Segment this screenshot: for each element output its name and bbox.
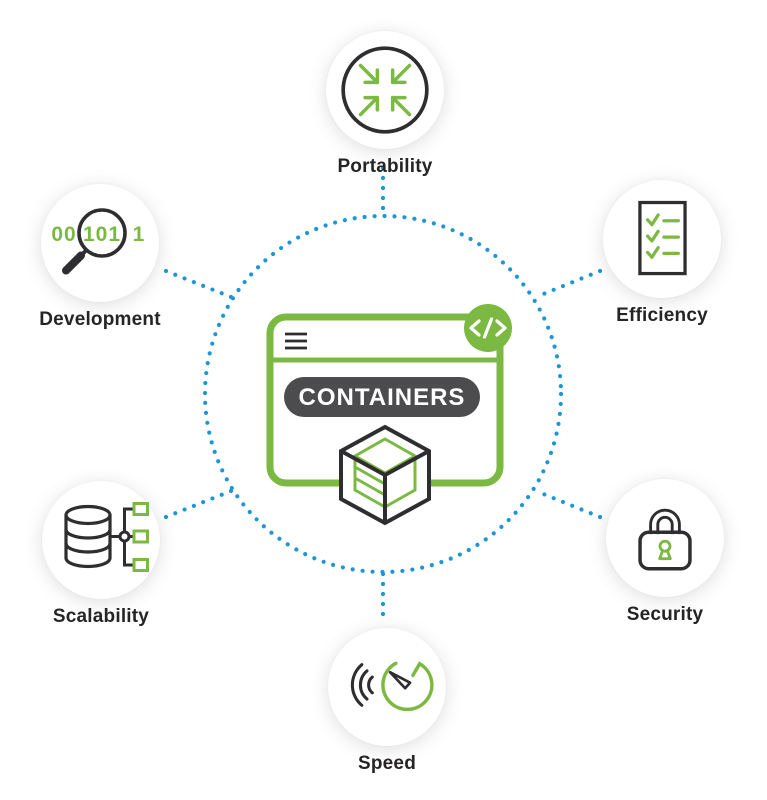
binary-digits-left: 00 bbox=[51, 223, 76, 246]
binary-digits-right: 1 bbox=[133, 223, 146, 246]
browser-window-icon: CONTAINERS bbox=[266, 313, 504, 487]
node-speed: Speed bbox=[312, 628, 462, 775]
node-circle: 00 101 1 bbox=[41, 184, 159, 302]
node-efficiency: Efficiency bbox=[587, 180, 737, 327]
node-circle bbox=[326, 31, 444, 149]
spoke-upper-right bbox=[533, 268, 603, 300]
binary-digits-inside: 101 bbox=[83, 223, 121, 246]
node-label: Efficiency bbox=[616, 305, 708, 326]
node-circle bbox=[606, 479, 724, 597]
node-development: 00 101 1 Development bbox=[25, 184, 175, 331]
node-label: Speed bbox=[357, 753, 417, 774]
hamburger-menu-icon bbox=[285, 332, 307, 350]
node-label: Portability bbox=[337, 156, 433, 177]
node-circle bbox=[328, 628, 446, 746]
spoke-lower-right bbox=[533, 488, 603, 520]
timer-icon bbox=[350, 661, 434, 712]
containers-pill bbox=[284, 377, 480, 417]
magnifier-binary-icon: 00 101 1 bbox=[51, 208, 146, 275]
container-cube-icon bbox=[339, 424, 431, 526]
containers-title: CONTAINERS bbox=[299, 384, 466, 411]
database-branch-icon bbox=[64, 502, 149, 572]
node-label: Development bbox=[39, 309, 161, 330]
spoke-lower-left bbox=[163, 488, 234, 520]
center-containers-graphic: CONTAINERS bbox=[258, 300, 514, 532]
node-circle bbox=[603, 180, 721, 298]
checklist-icon bbox=[638, 200, 687, 276]
node-scalability: Scalability bbox=[26, 481, 176, 628]
node-label: Security bbox=[626, 604, 704, 625]
collapse-arrows-icon bbox=[341, 46, 429, 134]
spoke-upper-left bbox=[163, 268, 234, 300]
node-label: Scalability bbox=[52, 606, 150, 627]
node-portability: Portability bbox=[310, 31, 460, 178]
padlock-icon bbox=[638, 508, 692, 571]
node-security: Security bbox=[590, 479, 740, 626]
code-icon bbox=[464, 304, 512, 352]
node-circle bbox=[42, 481, 160, 599]
